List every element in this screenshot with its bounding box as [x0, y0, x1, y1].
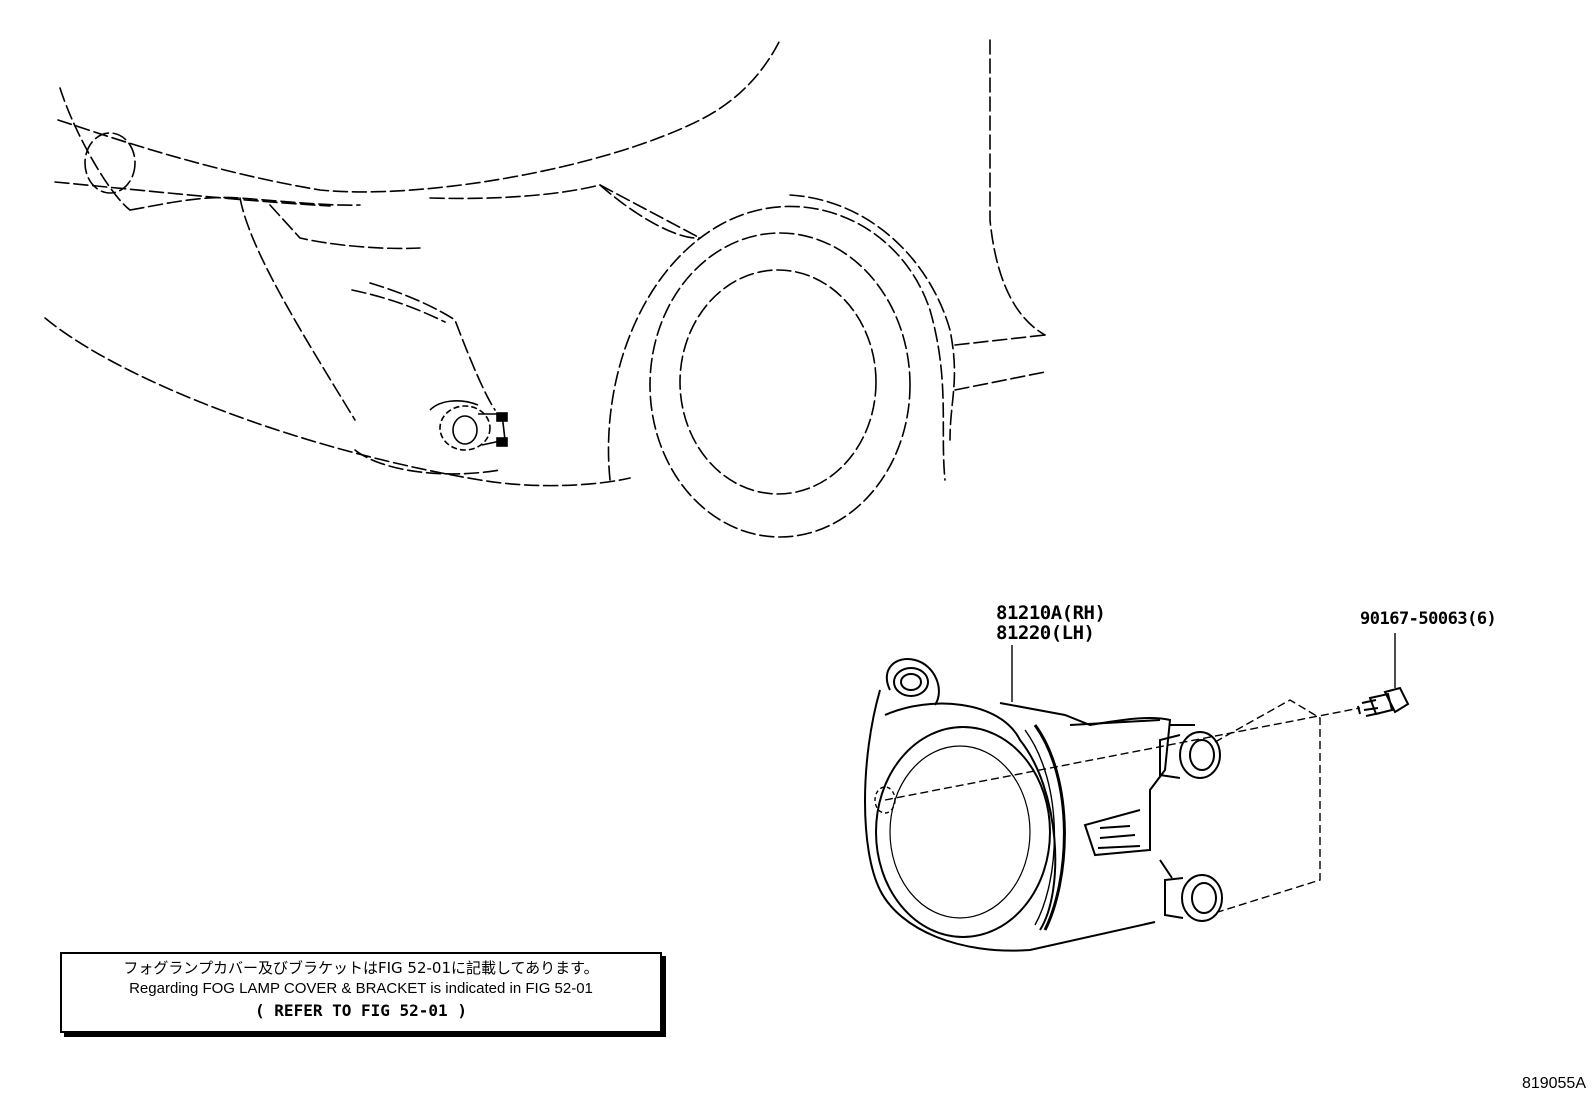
note-english-text: Regarding FOG LAMP COVER & BRACKET is in… [129, 980, 593, 997]
note-reference-text: ( REFER TO FIG 52-01 ) [255, 1001, 467, 1020]
bolt-90167-50063 [1357, 686, 1410, 717]
bolt-part-number: 90167-50063(6) [1360, 609, 1497, 629]
wheel-outline [607, 194, 956, 538]
vehicle-front-outline [44, 39, 1046, 487]
fog-lamp-part-label: 81210A(RH) 81220(LH) [996, 602, 1106, 644]
fog-lamp-part-number-rh: 81210A(RH) [996, 602, 1106, 624]
fog-lamp-assembly [864, 658, 1223, 952]
fog-lamp-part-number-lh: 81220(LH) [996, 622, 1095, 644]
note-japanese-text: フォグランプカバー及びブラケットはFIG 52-01に記載してあります。 [123, 959, 599, 977]
bumper-foglamp-opening [84, 132, 136, 194]
assembly-lines [884, 699, 1361, 913]
leader-lines [1011, 633, 1396, 702]
reference-note-box: フォグランプカバー及びブラケットはFIG 52-01に記載してあります。 Reg… [60, 952, 662, 1033]
figure-number: 819055A [1521, 1075, 1586, 1092]
foglamp-location-detail [429, 400, 508, 451]
